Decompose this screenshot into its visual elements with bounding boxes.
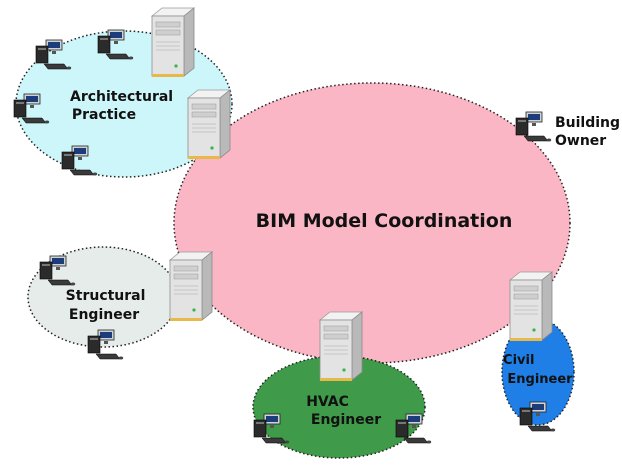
server-icon — [187, 89, 231, 160]
bim-model-coordination-ellipse — [173, 82, 571, 364]
server-icon — [169, 251, 213, 322]
architectural-practice-line-2: Practice — [72, 107, 136, 123]
structural-engineer-line-2: Engineer — [69, 307, 139, 323]
hvac-engineer-ellipse — [252, 355, 426, 459]
architectural-practice-label: Architectural Practice — [70, 89, 178, 123]
structural-engineer-line-1: Structural — [66, 288, 146, 304]
structural-engineer-label: Structural Engineer — [66, 288, 151, 323]
server-icon — [319, 311, 363, 382]
building-owner-line-1: Building — [555, 115, 620, 131]
server-icon — [151, 7, 195, 78]
architectural-practice-line-1: Architectural — [70, 89, 173, 105]
hvac-engineer-label: HVAC Engineer — [306, 394, 381, 428]
bim-model-coordination-label: BIM Model Coordination — [256, 210, 513, 232]
civil-engineer-line-2: Engineer — [507, 372, 573, 387]
hvac-engineer-line-1: HVAC — [306, 394, 349, 410]
building-owner-line-2: Owner — [555, 133, 606, 149]
hvac-engineer-line-2: Engineer — [311, 412, 381, 428]
civil-engineer-label: Civil Engineer — [503, 353, 573, 387]
civil-engineer-ellipse — [501, 318, 575, 426]
server-icon — [509, 271, 553, 342]
civil-engineer-line-1: Civil — [503, 353, 534, 368]
building-owner-label: Building Owner — [555, 115, 622, 149]
